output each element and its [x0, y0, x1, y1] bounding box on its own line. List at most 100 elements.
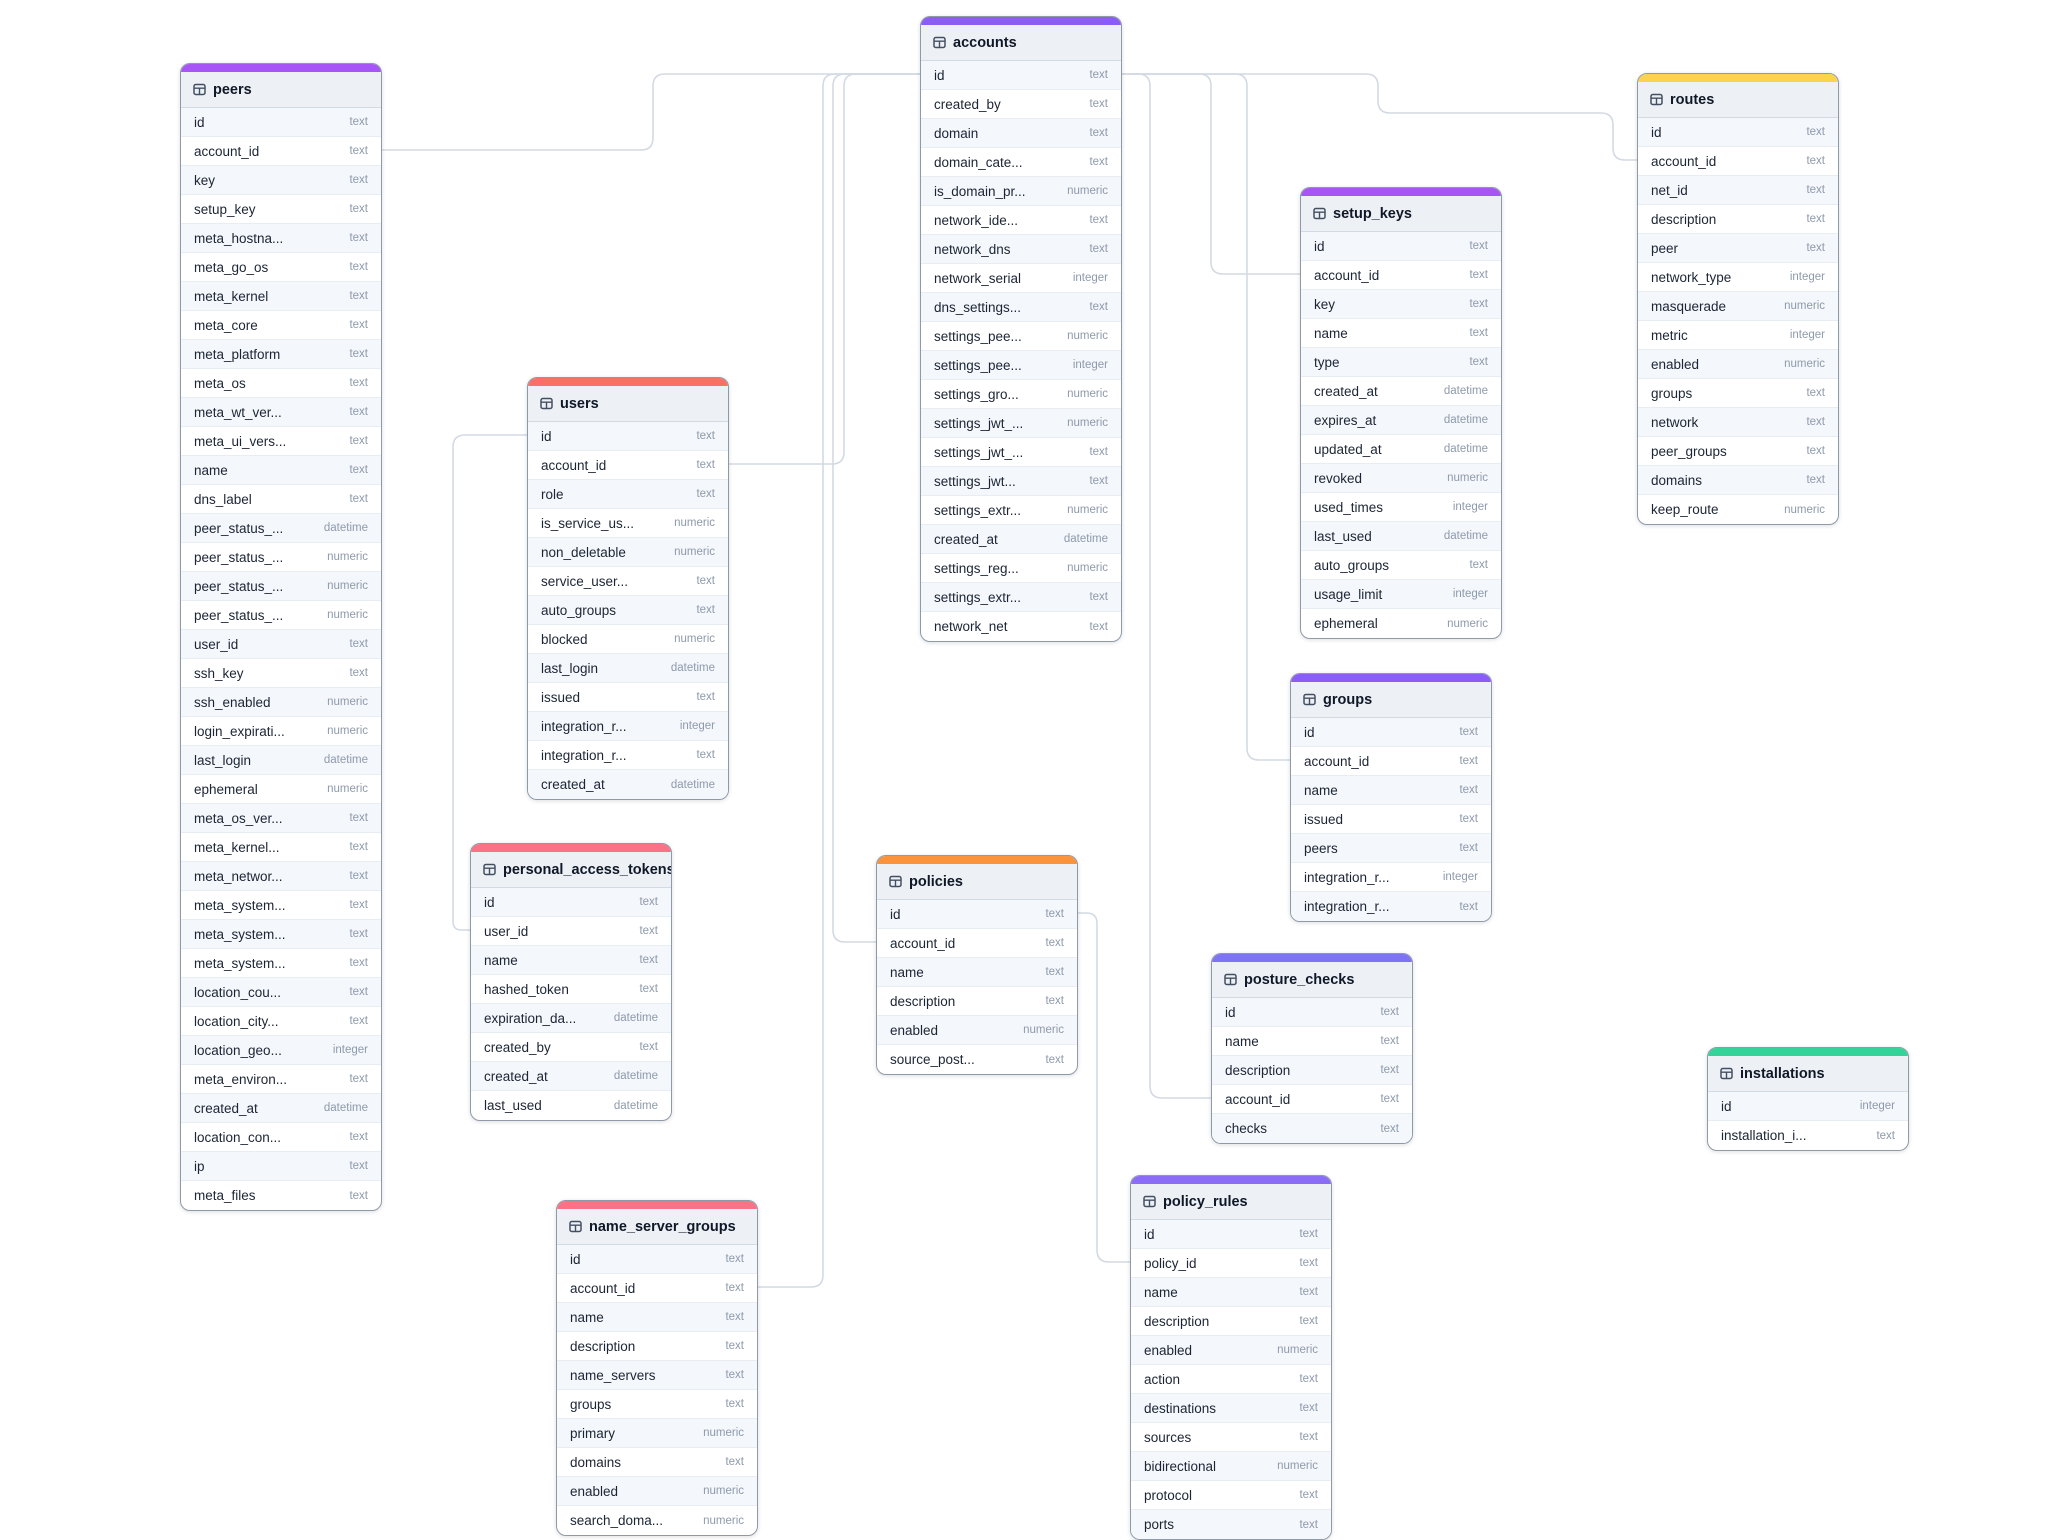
table-field-row: network_ide...text	[921, 206, 1121, 235]
field-type: text	[1806, 445, 1825, 457]
field-name: meta_core	[194, 317, 258, 333]
field-name: meta_environ...	[194, 1071, 288, 1087]
field-name: settings_reg...	[934, 560, 1019, 576]
field-type: text	[1089, 301, 1108, 313]
field-type: integer	[679, 720, 715, 732]
field-name: id	[1721, 1098, 1732, 1114]
field-type: numeric	[327, 551, 368, 563]
field-name: id	[570, 1251, 581, 1267]
field-name: location_geo...	[194, 1042, 282, 1058]
table-field-row: settings_pee...numeric	[921, 322, 1121, 351]
table-header[interactable]: users	[528, 386, 728, 422]
table-header[interactable]: accounts	[921, 25, 1121, 61]
field-type: text	[349, 986, 368, 998]
field-type: text	[639, 954, 658, 966]
table-field-row: integration_r...integer	[1291, 863, 1491, 892]
table-header[interactable]: peers	[181, 72, 381, 108]
field-type: text	[725, 1340, 744, 1352]
table-header[interactable]: groups	[1291, 682, 1491, 718]
field-type: integer	[1072, 359, 1108, 371]
table-header[interactable]: setup_keys	[1301, 196, 1501, 232]
field-type: text	[349, 377, 368, 389]
field-name: issued	[1304, 811, 1344, 827]
field-type: numeric	[1023, 1024, 1064, 1036]
field-name: integration_r...	[541, 747, 627, 763]
table-header[interactable]: name_server_groups	[557, 1209, 757, 1245]
table-field-row: peer_status_...datetime	[181, 514, 381, 543]
field-name: domains	[1651, 472, 1703, 488]
table-field-row: meta_wt_ver...text	[181, 398, 381, 427]
table-header[interactable]: routes	[1638, 82, 1838, 118]
field-name: network_serial	[934, 270, 1022, 286]
field-type: text	[1806, 126, 1825, 138]
field-name: enabled	[570, 1483, 619, 1499]
table-header[interactable]: posture_checks	[1212, 962, 1412, 998]
table-header[interactable]: installations	[1708, 1056, 1908, 1092]
field-name: ephemeral	[194, 781, 258, 797]
field-name: peer_groups	[1651, 443, 1727, 459]
field-name: description	[1225, 1062, 1291, 1078]
table-header[interactable]: policies	[877, 864, 1077, 900]
table-accent-bar	[181, 64, 381, 72]
field-name: description	[570, 1338, 636, 1354]
field-name: settings_extr...	[934, 589, 1022, 605]
field-type: text	[349, 348, 368, 360]
table-field-row: settings_jwt...text	[921, 467, 1121, 496]
table-icon	[193, 83, 206, 96]
field-name: net_id	[1651, 182, 1688, 198]
table-field-row: description text	[557, 1332, 757, 1361]
table-header[interactable]: personal_access_tokens	[471, 852, 671, 888]
field-name: name	[1225, 1033, 1259, 1049]
field-name: bidirectional	[1144, 1458, 1217, 1474]
field-name: peers	[1304, 840, 1338, 856]
table-field-row: settings_jwt_...numeric	[921, 409, 1121, 438]
field-type: numeric	[1067, 388, 1108, 400]
field-type: text	[696, 488, 715, 500]
field-type: numeric	[674, 633, 715, 645]
table-header[interactable]: policy_rules	[1131, 1184, 1331, 1220]
field-name: meta_networ...	[194, 868, 283, 884]
table-field-row: expiration_da...datetime	[471, 1004, 671, 1033]
field-name: enabled	[890, 1022, 939, 1038]
field-type: text	[349, 899, 368, 911]
field-type: text	[1459, 726, 1478, 738]
field-name: name_servers	[570, 1367, 656, 1383]
field-name: id	[1144, 1226, 1155, 1242]
field-type: numeric	[1067, 330, 1108, 342]
field-type: text	[1045, 937, 1064, 949]
table-field-row: peer_status_...numeric	[181, 601, 381, 630]
